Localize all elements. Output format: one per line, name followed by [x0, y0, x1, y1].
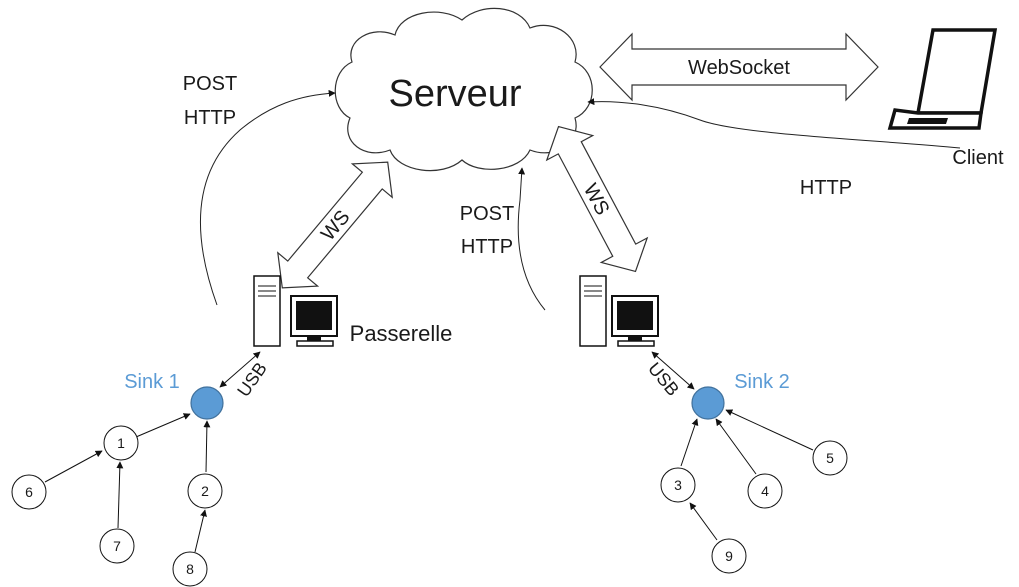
gateway-label: Passerelle	[350, 321, 453, 346]
post-left-line1: POST	[183, 73, 237, 95]
http-client-arrow	[587, 98, 961, 149]
usb-left-label: USB	[233, 359, 271, 401]
usb-right-label: USB	[644, 359, 683, 400]
node-7: 7	[99, 528, 135, 564]
svg-text:6: 6	[25, 484, 33, 500]
gateway-right-computer-icon	[579, 275, 659, 347]
node-6: 6	[11, 474, 47, 510]
edge-7-1	[116, 461, 124, 529]
sink-2-label: Sink 2	[734, 371, 790, 393]
node-9: 9	[711, 538, 747, 574]
client-label: Client	[952, 147, 1004, 169]
edge-8-2	[194, 509, 207, 553]
post-left-arrow	[199, 89, 336, 306]
svg-text:3: 3	[674, 477, 682, 493]
laptop-icon	[887, 28, 998, 130]
svg-text:2: 2	[201, 483, 209, 499]
svg-text:7: 7	[113, 538, 121, 554]
post-right-line1: POST	[460, 203, 514, 225]
server-label: Serveur	[388, 73, 521, 115]
sink-1-node	[190, 386, 224, 420]
post-left-line2: HTTP	[184, 107, 236, 129]
ws-right-arrow: WS	[545, 125, 649, 273]
svg-text:4: 4	[761, 483, 769, 499]
svg-text:9: 9	[725, 548, 733, 564]
usb-right-link	[651, 351, 695, 390]
node-5: 5	[812, 440, 848, 476]
svg-text:8: 8	[186, 561, 194, 577]
edge-3-sink2	[680, 418, 699, 467]
node-2: 2	[187, 473, 223, 509]
gateway-left-computer-icon	[253, 275, 338, 347]
server-cloud: Serveur	[334, 7, 593, 172]
http-client-label: HTTP	[800, 177, 852, 199]
sink-2-node	[691, 386, 725, 420]
edge-6-1	[44, 450, 103, 483]
post-right-arrow	[517, 167, 546, 311]
edge-9-3	[689, 502, 718, 541]
node-4: 4	[747, 473, 783, 509]
edge-2-sink1	[203, 420, 211, 473]
node-8: 8	[172, 551, 208, 587]
sink-1-label: Sink 1	[124, 371, 180, 393]
edge-5-sink2	[725, 409, 814, 451]
svg-text:1: 1	[117, 435, 125, 451]
websocket-label: WebSocket	[688, 57, 790, 79]
edge-1-sink1	[135, 413, 191, 438]
edge-4-sink2	[715, 418, 757, 475]
usb-left-link	[219, 351, 261, 388]
svg-text:5: 5	[826, 450, 834, 466]
ws-left-arrow: WS	[277, 161, 393, 289]
post-right-line2: HTTP	[461, 236, 513, 258]
node-1: 1	[103, 425, 139, 461]
websocket-arrow: WebSocket	[599, 32, 879, 102]
node-3: 3	[660, 467, 696, 503]
